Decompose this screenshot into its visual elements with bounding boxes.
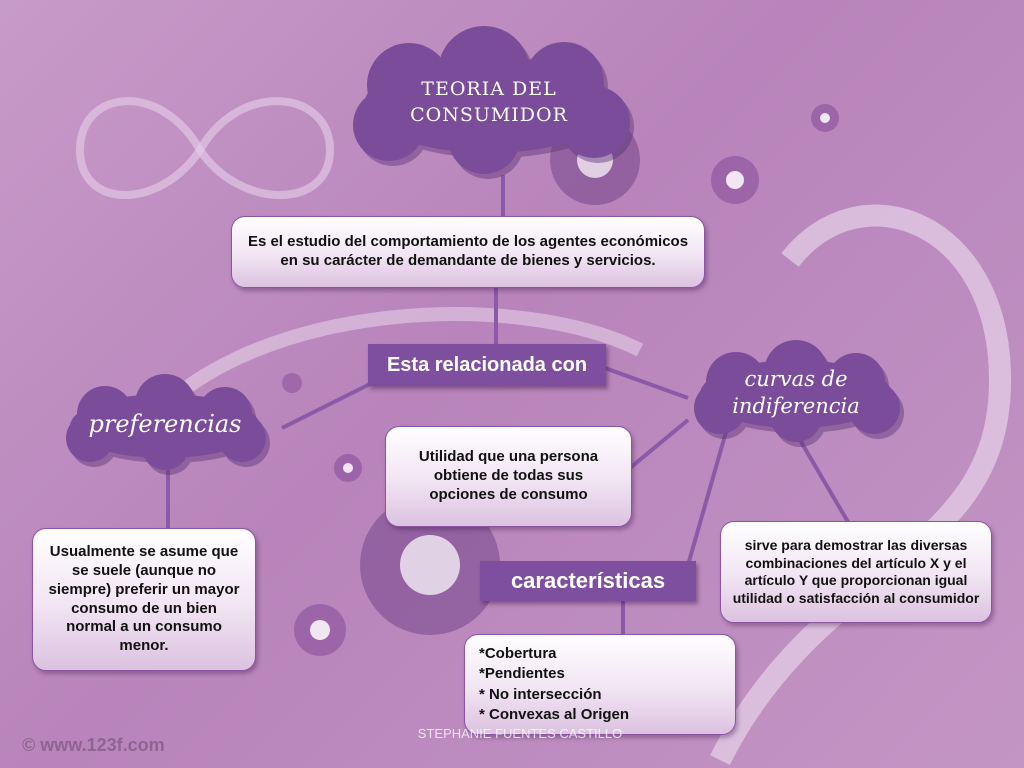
curvas-line-2: indiferencia [732, 394, 860, 418]
flower-icon [294, 604, 346, 656]
title-line-1: TEORIA DEL [421, 77, 557, 100]
flower-icon [811, 104, 839, 132]
caracteristicas-label: características [510, 568, 666, 593]
caracteristicas-list: *Cobertura *Pendientes * No intersección… [479, 644, 629, 725]
caracteristicas-tag: características [480, 561, 696, 601]
preferencias-label: preferencias [88, 410, 242, 438]
cloud-shape [694, 340, 904, 447]
utilidad-box: Utilidad que una persona obtiene de toda… [385, 426, 632, 527]
definition-text: Es el estudio del comportamiento de los … [247, 233, 689, 269]
title-line-2: CONSUMIDOR [410, 103, 568, 126]
flower-icon [282, 373, 302, 393]
flower-icon [334, 454, 362, 482]
flower-icon [360, 495, 500, 635]
related-tag: Esta relacionada con [368, 344, 606, 386]
definition-box: Es el estudio del comportamiento de los … [231, 216, 705, 288]
cloud-shape [66, 374, 270, 475]
list-item: *Cobertura [479, 645, 557, 662]
sirve-text: sirve para demostrar las diversas combin… [732, 537, 980, 606]
preferencias-box: Usualmente se asume que se suele (aunque… [32, 528, 256, 671]
watermark: © www.123f.com [22, 735, 165, 755]
caracteristicas-box: *Cobertura *Pendientes * No intersección… [464, 634, 736, 735]
list-item: * Convexas al Origen [479, 705, 630, 723]
author-footer: STEPHANIE FUENTES CASTILLO [417, 726, 623, 741]
title-cloud: TEORIA DEL CONSUMIDOR [334, 26, 644, 179]
curvas-cloud: curvas de indiferencia [680, 340, 912, 447]
list-item: * No intersección [479, 685, 602, 703]
related-label: Esta relacionada con [386, 353, 588, 376]
flower-icon [711, 156, 759, 204]
list-item: *Pendientes [479, 665, 565, 683]
preferencias-cloud: preferencias [50, 374, 280, 475]
curvas-line-1: curvas de [744, 366, 848, 391]
sirve-box: sirve para demostrar las diversas combin… [720, 521, 992, 623]
preferencias-text: Usualmente se asume que se suele (aunque… [48, 543, 240, 654]
utilidad-text: Utilidad que una persona obtiene de toda… [418, 448, 599, 503]
cloud-shape [353, 26, 634, 179]
